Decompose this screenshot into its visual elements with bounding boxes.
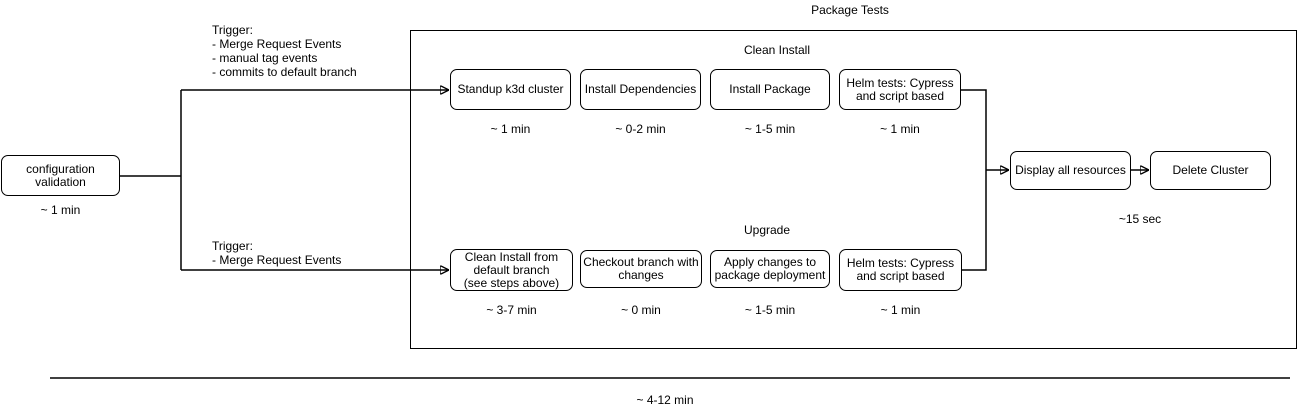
node-configuration-validation: configuration validation	[1, 155, 120, 196]
trigger-note-top: Trigger: - Merge Request Events - manual…	[212, 23, 357, 79]
duration-apply-changes-to-package-deployment: ~ 1-5 min	[744, 303, 796, 317]
node-checkout-branch-with-changes: Checkout branch with changes	[580, 250, 702, 288]
duration-install-dependencies: ~ 0-2 min	[615, 122, 666, 136]
node-helm-tests-upgrade: Helm tests: Cypress and script based	[839, 249, 962, 291]
node-install-dependencies: Install Dependencies	[580, 69, 701, 110]
duration-install-package: ~ 1-5 min	[744, 122, 796, 136]
duration-teardown: ~15 sec	[1118, 212, 1162, 226]
connector-helm-merge	[961, 89, 987, 271]
total-duration-label: ~ 4-12 min	[636, 393, 694, 407]
trigger-note-bottom: Trigger: - Merge Request Events	[212, 239, 342, 267]
node-helm-tests-clean-install: Helm tests: Cypress and script based	[839, 69, 961, 110]
node-delete-cluster: Delete Cluster	[1150, 151, 1271, 190]
duration-helm-tests-upgrade: ~ 1 min	[880, 303, 921, 317]
duration-helm-tests-clean-install: ~ 1 min	[880, 122, 920, 136]
node-display-all-resources: Display all resources	[1010, 151, 1131, 190]
node-standup-k3d-cluster: Standup k3d cluster	[450, 69, 571, 110]
package-tests-container	[410, 30, 1297, 349]
upgrade-section-label: Upgrade	[743, 223, 791, 237]
node-clean-install-from-default-branch: Clean Install from default branch (see s…	[450, 249, 573, 291]
node-install-package: Install Package	[710, 69, 830, 110]
clean-install-section-label: Clean Install	[743, 43, 811, 57]
duration-configuration-validation: ~ 1 min	[40, 203, 81, 217]
duration-clean-install-from-default-branch: ~ 3-7 min	[486, 303, 537, 317]
duration-checkout-branch-with-changes: ~ 0 min	[621, 303, 661, 317]
node-apply-changes-to-package-deployment: Apply changes to package deployment	[710, 250, 830, 288]
diagram-title: Package Tests	[811, 3, 889, 17]
duration-standup-k3d-cluster: ~ 1 min	[490, 122, 531, 136]
